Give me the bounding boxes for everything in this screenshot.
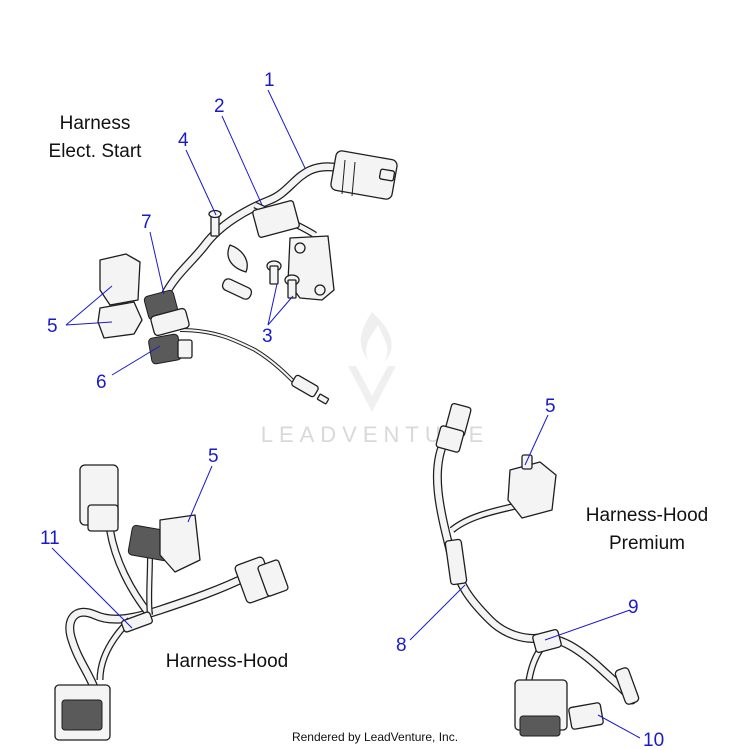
- callout-10: 10: [643, 730, 664, 750]
- callout-3: 3: [262, 326, 273, 347]
- callout-5-hood-premium: 5: [545, 396, 556, 417]
- leadventure-watermark-logo: [348, 312, 396, 412]
- callout-1: 1: [264, 70, 275, 91]
- callout-8: 8: [396, 635, 407, 656]
- caption-hood-premium-line1: Harness-Hood: [585, 505, 709, 526]
- harness-hood-assembly: [54, 464, 289, 741]
- caption-harness-elect-start: Harness Elect. Start: [30, 110, 160, 166]
- caption-elect-start-line1: Harness: [59, 113, 131, 134]
- caption-hood-premium-line2: Premium: [608, 533, 685, 554]
- harness-hood-premium-assembly: [432, 402, 640, 737]
- caption-elect-start-line2: Elect. Start: [48, 141, 142, 162]
- footer-credit: Rendered by LeadVenture, Inc.: [291, 730, 459, 744]
- harness-elect-start-assembly: [97, 150, 398, 405]
- callout-2: 2: [214, 96, 225, 117]
- callout-4: 4: [178, 130, 189, 151]
- callout-numbers: 1 2 4 7 5 3 6 5 5 11 8 9 10: [40, 70, 664, 750]
- callout-11: 11: [40, 528, 60, 549]
- callout-leader-lines: [51, 89, 641, 739]
- callout-5-elect-start: 5: [47, 316, 58, 337]
- caption-harness-hood: Harness-Hood: [165, 651, 289, 672]
- callout-5-hood: 5: [208, 446, 219, 467]
- callout-6: 6: [96, 372, 107, 393]
- screw-parts: [266, 260, 300, 299]
- callout-9: 9: [628, 597, 639, 618]
- callout-7: 7: [141, 212, 152, 233]
- caption-harness-hood-premium: Harness-Hood Premium: [572, 502, 722, 558]
